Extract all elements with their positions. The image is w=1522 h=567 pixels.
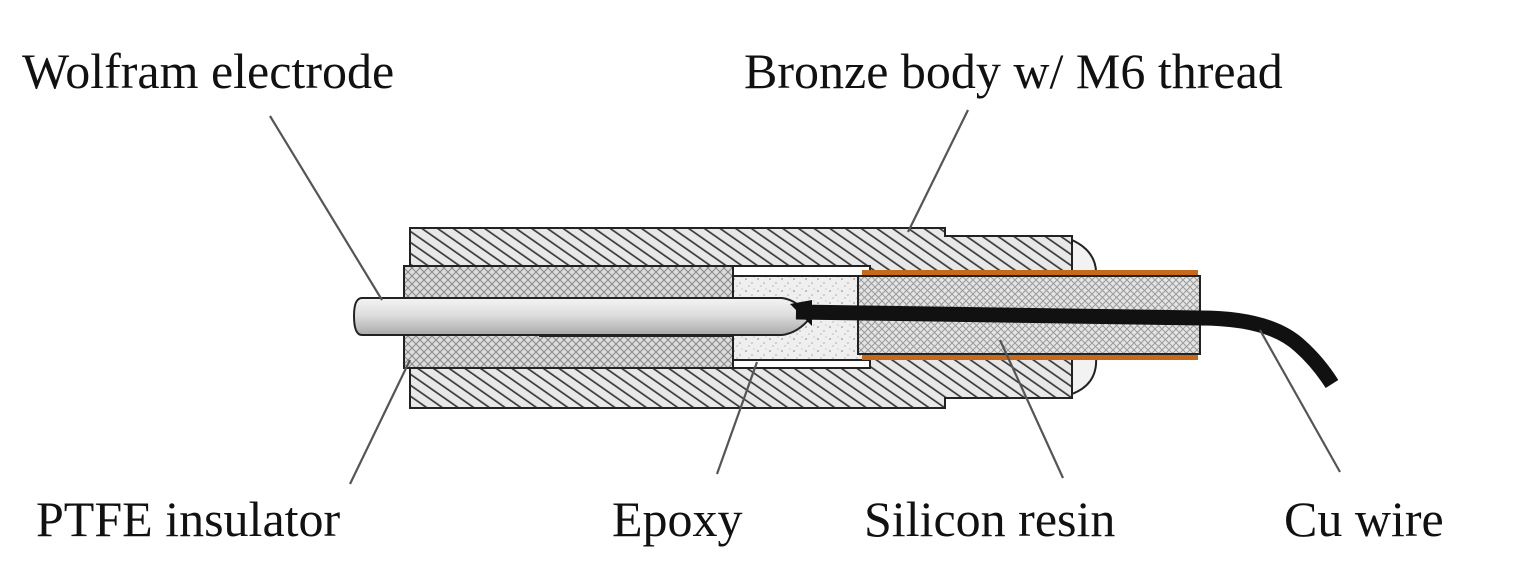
bronze-body-bottom-shell [409, 356, 1073, 409]
leader-ptfe-insulator [349, 359, 411, 485]
leader-epoxy [715, 361, 759, 475]
cu-wire-tip [790, 300, 812, 326]
label-silicon-resin: Silicon resin [864, 491, 1115, 547]
label-bronze-body: Bronze body w/ M6 thread [744, 43, 1283, 99]
cu-wire-path [795, 304, 1339, 389]
leader-silicon-resin [998, 339, 1065, 479]
label-cu-wire: Cu wire [1284, 491, 1444, 547]
wolfram-electrode-rod [352, 297, 812, 336]
label-wolfram-electrode: Wolfram electrode [22, 43, 394, 99]
leader-lines [269, 109, 1341, 485]
label-epoxy: Epoxy [612, 491, 743, 547]
cu-wire [790, 300, 1339, 389]
labels: Wolfram electrode Bronze body w/ M6 thre… [22, 43, 1444, 547]
bronze-body [409, 227, 1098, 409]
leader-wolfram-electrode [269, 115, 383, 301]
leader-cu-wire [1259, 329, 1341, 473]
label-ptfe-insulator: PTFE insulator [36, 491, 341, 547]
wolfram-electrode [352, 297, 812, 336]
bronze-body-rear-bottom-end [1071, 356, 1098, 396]
copper-layer-top [862, 270, 1198, 276]
leader-bronze-body [907, 109, 969, 233]
copper-layer-bottom [862, 354, 1198, 360]
